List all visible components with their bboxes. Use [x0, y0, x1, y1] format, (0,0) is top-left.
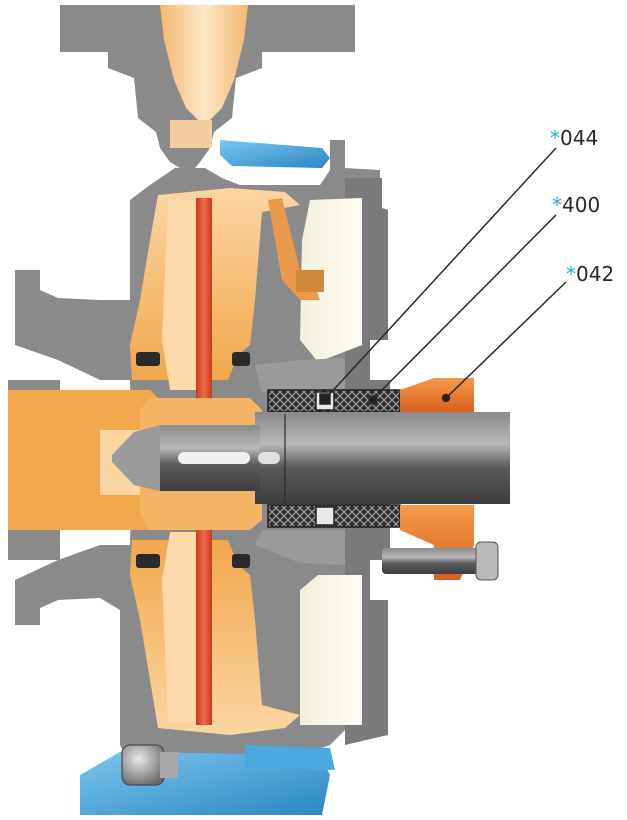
callout-code: 042: [576, 262, 615, 286]
backplate-lower: [255, 530, 345, 565]
leader-target-400: [368, 395, 378, 405]
flush-fitting: [296, 270, 324, 292]
nozzle-neck: [170, 120, 212, 148]
leader-line-044: [325, 147, 557, 399]
asterisk-mark: *: [550, 126, 560, 150]
impeller-core-lower: [196, 515, 212, 725]
foot-bolt-body: [160, 752, 178, 778]
upper-cavity: [300, 198, 362, 362]
callout-042: *042: [566, 264, 614, 284]
foot-bolt: [121, 744, 178, 786]
callout-code: 400: [562, 193, 601, 217]
leader-line-042: [445, 281, 567, 399]
flush-line: [268, 198, 320, 300]
leader-line-400: [371, 214, 557, 401]
discharge-nozzle: [160, 5, 248, 120]
callout-400: *400: [552, 195, 600, 215]
keyway-small: [258, 452, 280, 464]
lower-cavity: [300, 575, 362, 725]
keyway: [178, 452, 250, 464]
wear-ring-ul: [136, 352, 160, 366]
gland-bolt: [382, 541, 499, 581]
leader-target-042: [441, 393, 451, 403]
impeller-core-upper: [196, 198, 212, 408]
lantern-ring-lower: [315, 506, 335, 526]
wear-rings: [136, 352, 250, 568]
impeller-vane-top: [162, 200, 196, 390]
wear-ring-lr: [232, 554, 250, 568]
wear-ring-ll: [136, 554, 160, 568]
impeller-vane-bottom: [162, 532, 196, 722]
bolt-nut: [475, 541, 499, 581]
bolt-shank: [382, 548, 494, 574]
asterisk-mark: *: [566, 262, 576, 286]
bottom-blue-wedge: [245, 745, 335, 770]
foot-bolt-head: [121, 744, 165, 786]
top-blue-plate: [220, 140, 330, 168]
gland-upper: [400, 378, 474, 412]
housing-cavities: [300, 198, 362, 725]
asterisk-mark: *: [552, 193, 562, 217]
leader-lines: [319, 147, 567, 405]
backplate: [255, 358, 345, 392]
leader-target-044: [319, 393, 331, 405]
shaft: [112, 412, 510, 504]
shaft-sleeve: [255, 412, 510, 504]
callout-code: 044: [560, 126, 599, 150]
impeller-nut: [112, 425, 160, 491]
wear-ring-ur: [232, 352, 250, 366]
callout-044: *044: [550, 128, 598, 148]
